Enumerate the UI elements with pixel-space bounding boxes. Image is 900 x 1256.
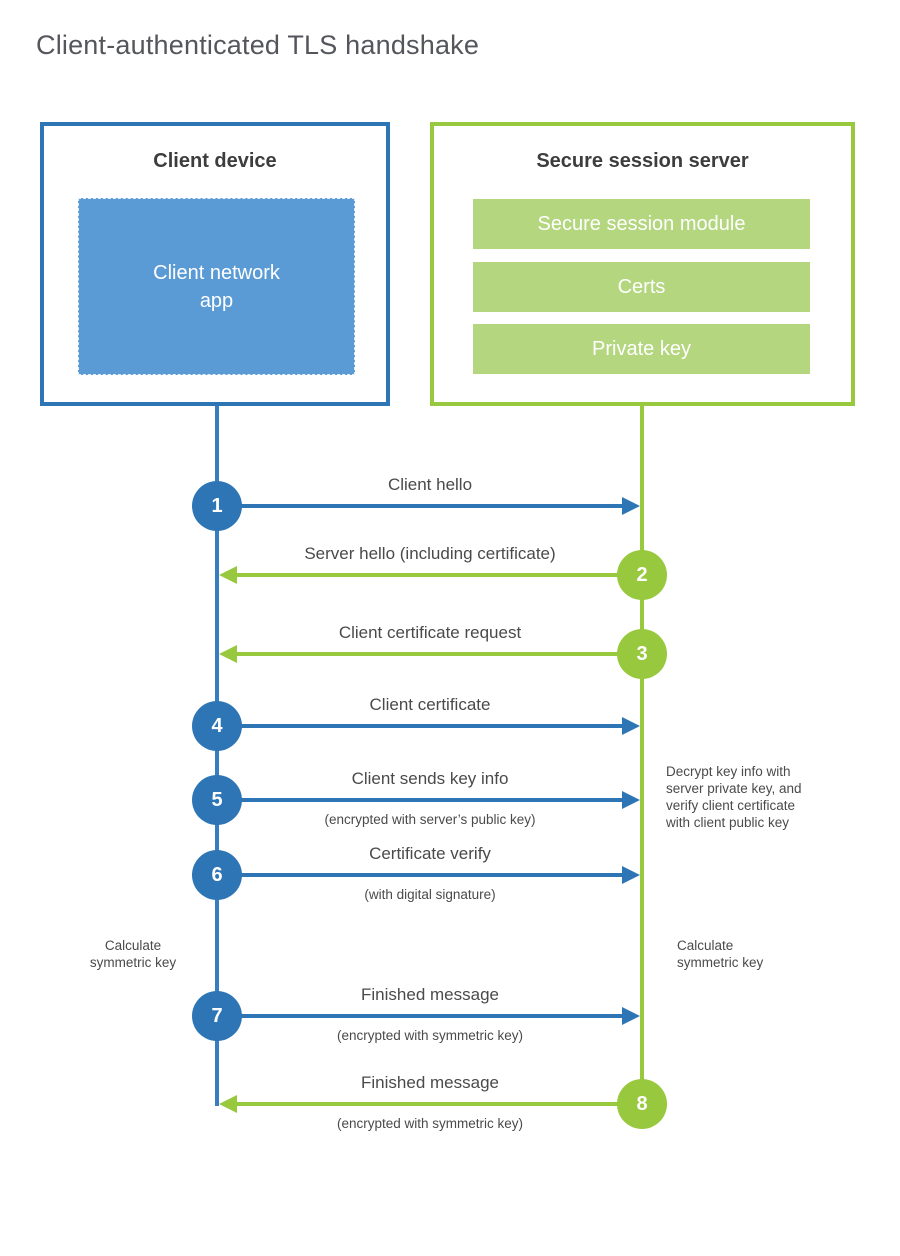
secure-session-server-box: Secure session server Secure session mod… — [430, 122, 855, 406]
server-module-secure-session: Secure session module — [473, 199, 810, 249]
message-label: Finished message — [361, 1073, 499, 1092]
message-label: Client hello — [387, 475, 473, 494]
message-sublabel: (encrypted with symmetric key) — [336, 1116, 524, 1131]
message-label: Finished message — [361, 985, 499, 1004]
client-device-title: Client device — [153, 150, 277, 172]
step-badge-1: 1 — [192, 481, 242, 531]
arrow-head-left-icon — [219, 566, 237, 584]
arrow-head-left-icon — [219, 1095, 237, 1113]
calc-symmetric-key-note-client: Calculate symmetric key — [89, 938, 177, 970]
step-badge-6: 6 — [192, 850, 242, 900]
server-lifeline — [640, 406, 644, 1106]
step-badge-8: 8 — [617, 1079, 667, 1129]
arrow-head-right-icon — [622, 497, 640, 515]
arrow-line — [237, 652, 642, 656]
calc-symmetric-key-note-server: Calculate symmetric key — [677, 938, 764, 970]
message-label: Client certificate request — [338, 623, 522, 642]
arrow-line — [217, 1014, 622, 1018]
secure-session-server-title: Secure session server — [536, 150, 749, 172]
client-network-app-label: Client network app — [153, 261, 280, 312]
arrow-head-right-icon — [622, 866, 640, 884]
step-badge-4: 4 — [192, 701, 242, 751]
client-network-app-box: Client network app — [78, 198, 355, 375]
arrow-line — [237, 573, 642, 577]
client-device-box: Client device Client network app — [40, 122, 390, 406]
decrypt-note: Decrypt key info with server private key… — [666, 764, 802, 830]
arrow-line — [217, 798, 622, 802]
arrow-head-right-icon — [622, 791, 640, 809]
message-label: Certificate verify — [369, 844, 491, 863]
message-sublabel: (encrypted with server’s public key) — [324, 812, 536, 827]
message-sublabel: (encrypted with symmetric key) — [336, 1028, 524, 1043]
arrow-line — [217, 724, 622, 728]
server-module-certs: Certs — [473, 262, 810, 312]
step-badge-2: 2 — [617, 550, 667, 600]
step-badge-7: 7 — [192, 991, 242, 1041]
arrow-line — [217, 873, 622, 877]
message-label: Server hello (including certificate) — [304, 544, 556, 563]
arrow-head-right-icon — [622, 1007, 640, 1025]
server-module-private-key: Private key — [473, 324, 810, 374]
arrow-line — [237, 1102, 642, 1106]
arrow-head-left-icon — [219, 645, 237, 663]
arrow-line — [217, 504, 622, 508]
message-sublabel: (with digital signature) — [364, 887, 496, 902]
step-badge-3: 3 — [617, 629, 667, 679]
page-title: Client-authenticated TLS handshake — [36, 30, 480, 60]
message-label: Client certificate — [369, 695, 491, 714]
message-label: Client sends key info — [351, 769, 509, 788]
client-lifeline — [215, 406, 219, 1106]
step-badge-5: 5 — [192, 775, 242, 825]
arrow-head-right-icon — [622, 717, 640, 735]
